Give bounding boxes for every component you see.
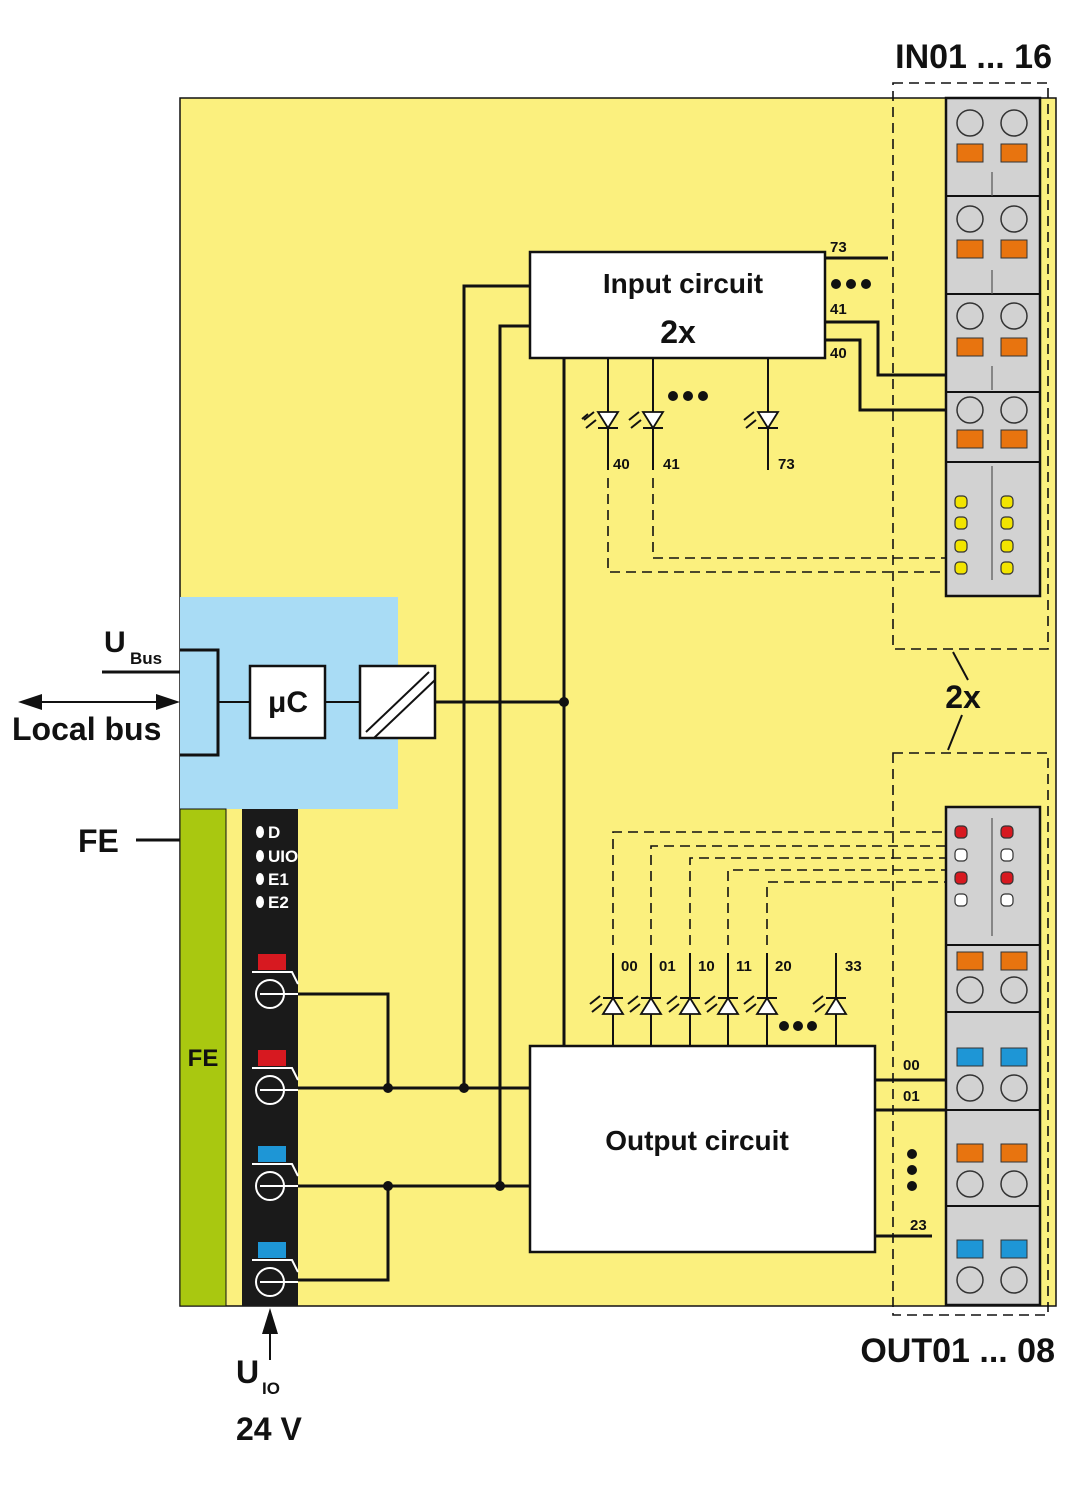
microcontroller-box [248, 664, 327, 740]
output-led-20-label: 20 [775, 958, 792, 975]
isolator-slash-icon-2 [373, 679, 436, 739]
isolator-slash-icon [365, 671, 430, 733]
status-led-uio-label: UIO [268, 847, 298, 866]
output-pin-more-dot-2 [907, 1165, 917, 1175]
output-pin-more-dot-1 [907, 1149, 917, 1159]
ubus-subscript: Bus [130, 649, 162, 668]
power-terminal-4 [252, 1242, 299, 1297]
input-pin-40-label: 40 [830, 345, 847, 362]
out-group-label: OUT01 ... 08 [860, 1332, 1055, 1370]
input-pin-dot-3 [861, 279, 871, 289]
input-led-more-dot-3 [698, 391, 708, 401]
in-group-label: IN01 ... 16 [895, 38, 1052, 76]
status-led-e1-icon [256, 873, 264, 885]
input-group-frame [892, 82, 1049, 650]
fe-strip [179, 808, 227, 1307]
terminal-1-wire [298, 992, 390, 1088]
output-led-dashed-4 [727, 869, 995, 945]
input-connector [944, 96, 1042, 598]
uio-label: U [236, 1354, 259, 1390]
supply-wire-1 [462, 284, 530, 1088]
uio-voltage-label: 24 V [236, 1411, 302, 1447]
status-led-d-label: D [268, 823, 280, 842]
supply-wire-2 [498, 324, 530, 1186]
output-pin-01-label: 01 [903, 1088, 920, 1105]
status-led-e2-label: E2 [268, 893, 289, 912]
input-led-more-dot-1 [668, 391, 678, 401]
fe-label: FE [78, 823, 119, 859]
output-pin-00-label: 00 [903, 1057, 920, 1074]
microcontroller-label: μC [268, 686, 308, 719]
ubus-label: U [104, 626, 126, 659]
output-connector [944, 805, 1042, 1307]
input-pin-dot-1 [831, 279, 841, 289]
output-circuit-title: Output circuit [605, 1125, 789, 1156]
input-circuit-box [528, 250, 827, 360]
input-pin-73-label: 73 [830, 239, 847, 256]
output-led-33-label: 33 [845, 958, 862, 975]
junction-1 [383, 1083, 393, 1093]
local-bus-arrow-left-icon [18, 694, 42, 710]
junction-3 [383, 1181, 393, 1191]
multiplier-pointer-top [952, 651, 969, 681]
power-terminal-2 [252, 1050, 299, 1105]
input-led-73: 73 [743, 358, 795, 473]
input-pin-dot-2 [846, 279, 856, 289]
input-led-41-label: 41 [663, 456, 680, 473]
multiplier-pointer-bottom [947, 714, 963, 751]
output-led-dashed-3 [689, 857, 960, 945]
status-led-d-icon [256, 826, 264, 838]
input-led-dashed-2 [652, 478, 995, 559]
output-led-11-label: 11 [736, 958, 752, 975]
output-led-dashed-1 [612, 831, 960, 945]
output-led-01-label: 01 [659, 958, 676, 975]
input-led-40-label: 40 [613, 456, 630, 473]
output-led-dashed-2 [650, 845, 995, 945]
output-led-00-label: 00 [621, 958, 638, 975]
output-circuit-box [528, 1044, 877, 1254]
input-pin-40-wire [825, 338, 968, 412]
input-led-41: 41 [628, 358, 680, 473]
fe-strip-label: FE [188, 1045, 219, 1072]
input-circuit-count: 2x [660, 314, 696, 350]
output-led-10-label: 10 [698, 958, 715, 975]
input-circuit-title: Input circuit [603, 268, 763, 299]
output-group-frame [892, 752, 1049, 1316]
status-led-uio-icon [256, 850, 264, 862]
local-bus-arrow-right-icon [156, 694, 180, 710]
uio-subscript: IO [262, 1379, 280, 1398]
status-led-group: D UIO E1 E2 [256, 823, 298, 912]
input-led-40: 40 [581, 358, 630, 473]
status-led-e2-icon [256, 896, 264, 908]
input-led-73-label: 73 [778, 456, 795, 473]
output-led-dashed-5 [766, 881, 960, 945]
terminal-4-wire [298, 1186, 390, 1282]
status-led-e1-label: E1 [268, 870, 289, 889]
uio-arrow-icon [262, 1308, 278, 1334]
input-pin-41-label: 41 [830, 301, 847, 318]
input-led-more-dot-2 [683, 391, 693, 401]
input-led-dashed-1 [607, 478, 960, 573]
local-bus-label: Local bus [12, 711, 161, 747]
output-pin-23-label: 23 [910, 1217, 927, 1234]
multiplier-label: 2x [945, 679, 981, 715]
output-led-group: 00 01 10 11 20 33 [589, 953, 862, 1046]
output-pin-more-dot-3 [907, 1181, 917, 1191]
junction-2 [459, 1083, 469, 1093]
power-terminal-1 [252, 954, 299, 1009]
power-terminal-3 [252, 1146, 299, 1201]
junction-4 [495, 1181, 505, 1191]
